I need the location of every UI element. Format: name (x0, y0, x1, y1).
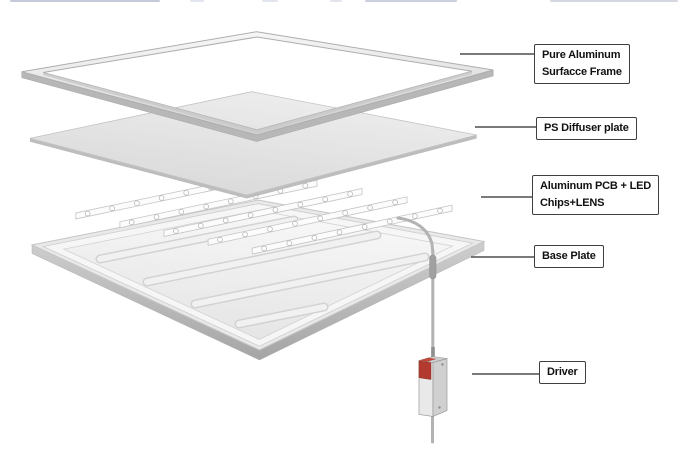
top-crop-remnant (330, 0, 342, 2)
led-lens (292, 220, 298, 227)
top-crop-remnant (10, 0, 160, 2)
led-lens (261, 245, 268, 252)
top-crop-remnant (365, 0, 457, 2)
label-driver-line1: Driver (547, 366, 578, 378)
top-crop-remnant (262, 0, 278, 2)
led-lens (347, 191, 353, 197)
groove-inner (236, 304, 327, 327)
driver-side-face (432, 358, 448, 418)
groove-inner (144, 232, 380, 285)
led-lens (247, 212, 254, 218)
led-lens (84, 210, 91, 217)
label-base-line1: Base Plate (542, 250, 596, 262)
top-crop-remnant (550, 0, 678, 2)
diffuser-sheet (29, 91, 477, 196)
diffuser-layer (29, 91, 477, 199)
led-lens (361, 224, 368, 230)
cable-curve (396, 216, 435, 254)
power-cable (396, 216, 437, 444)
led-strip (163, 188, 363, 237)
groove-inner (192, 254, 428, 307)
led-lens (198, 222, 204, 229)
leader-lines (460, 53, 541, 375)
driver-unit (418, 347, 448, 418)
led-lens (178, 209, 185, 215)
base-plate-grooves (95, 215, 430, 329)
driver-red-module (418, 360, 432, 380)
led-lens (336, 229, 343, 236)
driver-top-pin (431, 347, 435, 358)
groove-inner (97, 217, 297, 262)
led-lens (297, 201, 304, 208)
led-lens (128, 219, 135, 226)
led-lens (311, 234, 318, 241)
top-crop-remnant (190, 0, 204, 2)
label-frame: Pure Aluminum Surfacce Frame (534, 44, 630, 84)
led-lens (286, 240, 293, 246)
led-lens (317, 215, 323, 222)
led-lens (134, 200, 140, 207)
led-lens (272, 207, 279, 213)
label-driver: Driver (539, 361, 586, 384)
driver-screw (441, 363, 444, 366)
led-lens (437, 207, 443, 214)
driver-screw (438, 406, 441, 409)
led-lens (109, 205, 115, 212)
led-strip (207, 196, 408, 246)
led-lens (203, 203, 209, 210)
led-lens (302, 182, 309, 189)
label-frame-line2: Surfacce Frame (542, 66, 622, 78)
label-pcb-line2: Chips+LENS (540, 197, 605, 209)
label-diffuser-line1: PS Diffuser plate (544, 122, 629, 134)
frame-layer (21, 31, 494, 142)
label-pcb-line1: Aluminum PCB + LED (540, 180, 651, 192)
label-frame-line1: Pure Aluminum (542, 49, 621, 61)
led-lens (228, 198, 234, 205)
led-lens (158, 195, 165, 201)
led-lens (412, 213, 418, 219)
cable-sleeve (429, 254, 437, 280)
led-lens (153, 214, 160, 220)
led-lens (242, 231, 248, 238)
label-diffuser: PS Diffuser plate (536, 117, 637, 140)
led-lens (342, 210, 348, 216)
led-lens (183, 190, 190, 196)
base-plate-layer (30, 199, 486, 361)
led-lens (222, 217, 229, 224)
led-lens (322, 196, 329, 203)
led-lens (367, 204, 373, 211)
led-lens (267, 226, 273, 232)
driver-red-module-top (419, 357, 437, 362)
label-pcb: Aluminum PCB + LED Chips+LENS (532, 175, 659, 215)
led-lens (173, 228, 179, 234)
led-lens (392, 199, 398, 206)
led-lens (386, 218, 393, 225)
led-lens (217, 236, 223, 243)
label-base: Base Plate (534, 245, 604, 268)
